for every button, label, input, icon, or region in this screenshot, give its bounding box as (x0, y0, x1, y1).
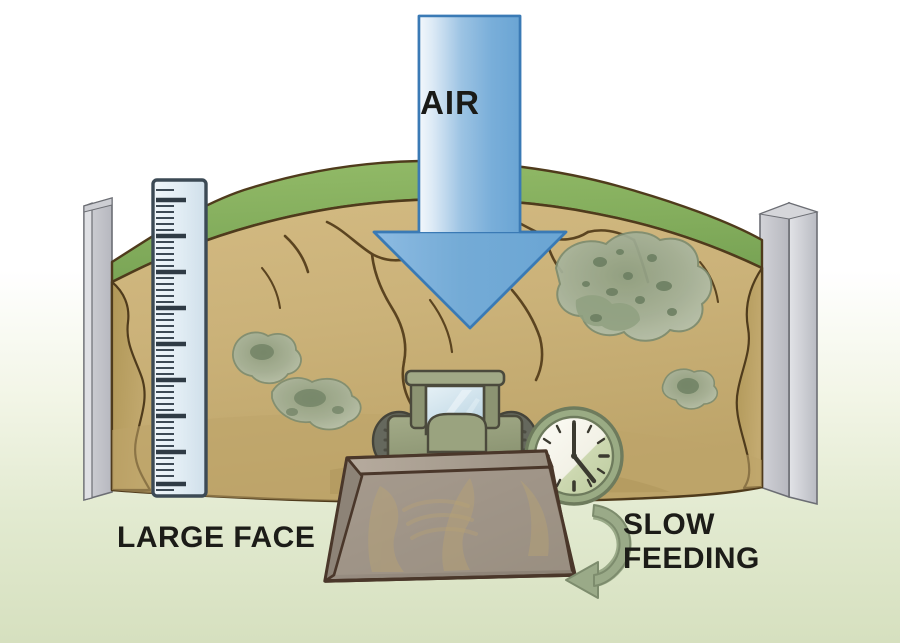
mold-patch-right-small (661, 368, 719, 410)
ruler-major-ticks (156, 197, 186, 487)
ruler-minor-ticks (156, 188, 174, 492)
air-arrow (372, 14, 568, 330)
large-face-label: LARGE FACE (117, 521, 316, 554)
tractor-seat (426, 412, 488, 454)
mold-patch-left-lower (271, 377, 362, 431)
loader-bucket (323, 449, 577, 583)
right-wall (758, 201, 819, 506)
slow-feeding-line-2: FEEDING (623, 542, 760, 575)
air-label: AIR (420, 84, 480, 121)
tractor-cab-roof (404, 369, 506, 387)
mold-patch-left-upper (232, 331, 302, 385)
left-wall (83, 196, 113, 502)
ruler (151, 178, 208, 498)
slow-feeding-curved-arrow (565, 504, 632, 599)
clock-hour-hand (571, 453, 597, 484)
slow-feeding-line-1: SLOW (623, 508, 715, 541)
mold-patch-center-right (554, 231, 713, 342)
